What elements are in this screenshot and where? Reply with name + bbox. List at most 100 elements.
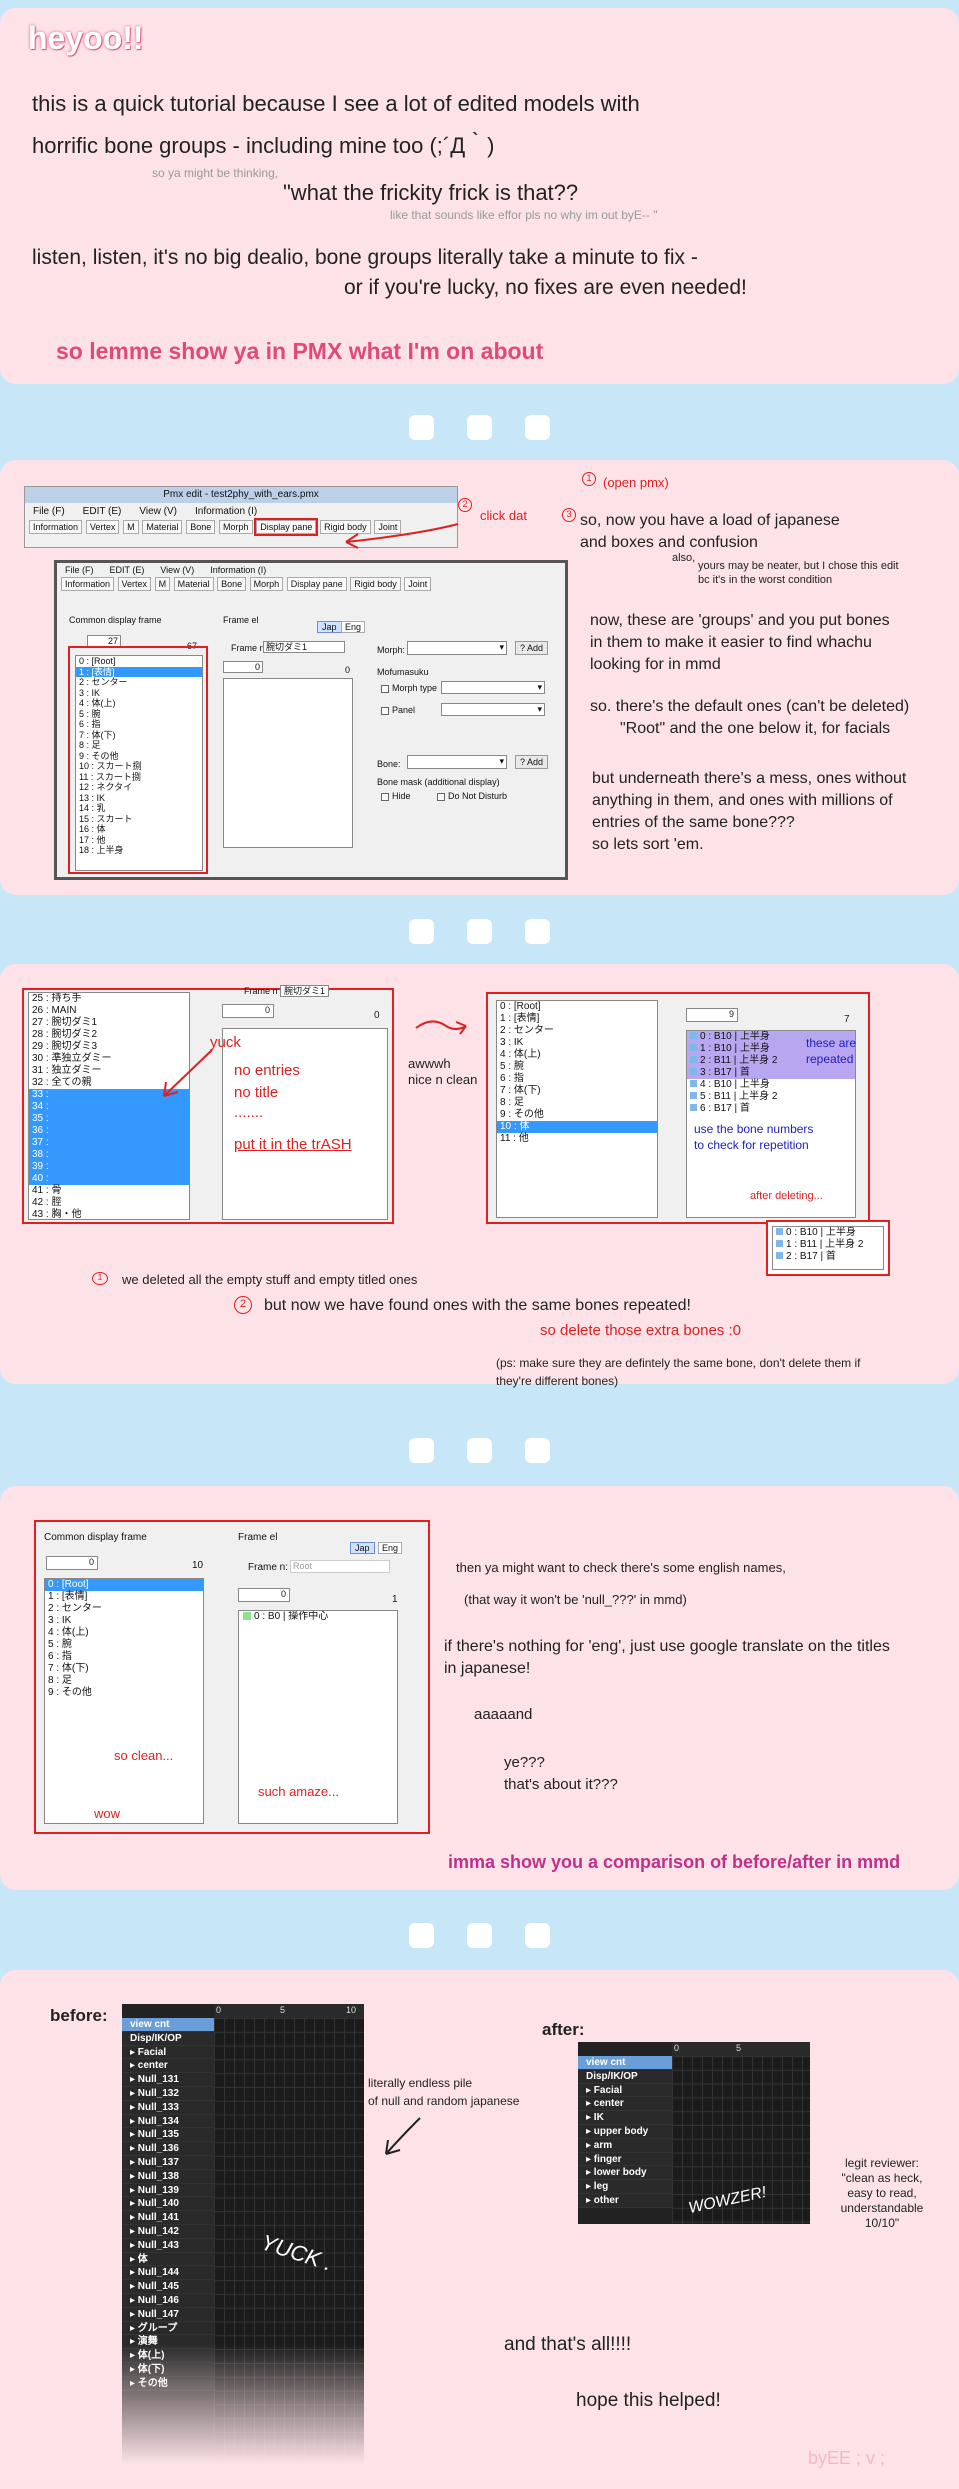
inner-tab-display-pane[interactable]: Display pane bbox=[286, 577, 347, 591]
morph-type-checkbox[interactable]: Morph type bbox=[381, 683, 437, 693]
list-item[interactable]: 10 : 体 bbox=[497, 1121, 657, 1133]
list-item[interactable]: 13 : IK bbox=[79, 792, 106, 803]
timeline-row[interactable]: ▸ Null_136 bbox=[122, 2142, 214, 2156]
morph-add-button[interactable]: ? Add bbox=[515, 641, 549, 655]
list-item[interactable]: 11 : スカート捌 bbox=[79, 771, 141, 782]
tab-bone[interactable]: Bone bbox=[186, 520, 216, 534]
timeline-row[interactable]: ▸ upper body bbox=[578, 2124, 672, 2139]
list-item[interactable]: 12 : ネクタイ bbox=[79, 782, 133, 792]
list-item[interactable]: 6 : B17 | 首 bbox=[687, 1103, 855, 1115]
timeline-row[interactable]: ▸ lower body bbox=[578, 2166, 672, 2181]
menu-view[interactable]: View (V) bbox=[139, 506, 177, 517]
morph-select[interactable]: ▾ bbox=[407, 641, 507, 655]
timeline-row[interactable]: ▸ Null_134 bbox=[122, 2114, 214, 2129]
list-item[interactable]: 4 : 体(上) bbox=[500, 1049, 541, 1060]
element-row[interactable]: 0 : B0 | 操作中心 bbox=[239, 1611, 397, 1623]
list-item[interactable]: 34 : bbox=[29, 1101, 189, 1113]
timeline-row[interactable]: ▸ Null_132 bbox=[122, 2086, 214, 2101]
menu-file[interactable]: File (F) bbox=[33, 506, 65, 517]
list-item[interactable]: 11 : 他 bbox=[500, 1133, 529, 1144]
inner-tab-vertex[interactable]: Vertex bbox=[117, 577, 152, 591]
list-item[interactable]: 4 : B10 | 上半身 bbox=[687, 1079, 855, 1091]
list-item[interactable]: 31 : 独立ダミー bbox=[32, 1065, 102, 1076]
timeline-row[interactable]: ▸ center bbox=[122, 2059, 214, 2074]
list-item[interactable]: 38 : bbox=[29, 1149, 189, 1161]
menu-info[interactable]: Information (I) bbox=[195, 506, 258, 517]
timeline-row[interactable]: ▸ Null_142 bbox=[122, 2224, 214, 2239]
clean-element-list[interactable]: 0 : B0 | 操作中心 bbox=[238, 1610, 398, 1824]
list-item[interactable]: 7 : 体(下) bbox=[48, 1663, 89, 1674]
list-item[interactable]: 26 : MAIN bbox=[32, 1005, 77, 1016]
timeline-row[interactable]: Disp/IK/OP bbox=[122, 2031, 214, 2046]
list-item[interactable]: 3 : IK bbox=[79, 687, 101, 698]
inner-menu-edit[interactable]: EDIT (E) bbox=[109, 565, 145, 575]
list-item[interactable]: 0 : B10 | 上半身 bbox=[773, 1227, 883, 1239]
list-item[interactable]: 2 : センター bbox=[79, 677, 128, 687]
element-count-input[interactable]: 0 bbox=[223, 661, 263, 673]
tab-m[interactable]: M bbox=[123, 520, 139, 534]
timeline-row[interactable]: ▸ Null_139 bbox=[122, 2183, 214, 2198]
timeline-row[interactable]: ▸ Null_147 bbox=[122, 2307, 214, 2322]
list-item[interactable]: 6 : 指 bbox=[79, 719, 101, 729]
list-item[interactable]: 3 : IK bbox=[48, 1615, 72, 1626]
list-item[interactable]: 7 : 体(下) bbox=[500, 1085, 541, 1096]
timeline-row[interactable]: ▸ Null_143 bbox=[122, 2238, 214, 2253]
list-item[interactable]: 4 : 体(上) bbox=[79, 698, 116, 708]
timeline-row[interactable]: ▸ Facial bbox=[122, 2045, 214, 2060]
list-item[interactable]: 15 : スカート bbox=[79, 813, 133, 824]
list-item[interactable]: 27 : 腕切ダミ1 bbox=[32, 1017, 98, 1028]
do-not-disturb-checkbox[interactable]: Do Not Disturb bbox=[437, 791, 507, 801]
element-count-input[interactable]: 0 bbox=[238, 1588, 290, 1602]
timeline-row[interactable]: ▸ Facial bbox=[578, 2083, 672, 2098]
timeline-row[interactable]: view cnt bbox=[578, 2056, 672, 2070]
list-item[interactable]: 1 : [表情] bbox=[76, 666, 202, 677]
timeline-row[interactable]: Disp/IK/OP bbox=[578, 2069, 672, 2084]
list-item[interactable]: 37 : bbox=[29, 1137, 189, 1149]
list-item[interactable]: 7 : 体(下) bbox=[79, 729, 116, 740]
list-item[interactable]: 1 : B11 | 上半身 2 bbox=[773, 1239, 883, 1251]
inner-tab-m[interactable]: M bbox=[154, 577, 171, 591]
list-item[interactable]: 33 : bbox=[29, 1089, 189, 1101]
list-item[interactable]: 25 : 持ち手 bbox=[32, 993, 82, 1004]
frame-count-input[interactable]: 0 bbox=[46, 1556, 98, 1570]
timeline-row[interactable]: ▸ other bbox=[578, 2193, 672, 2208]
timeline-row[interactable]: ▸ Null_135 bbox=[122, 2128, 214, 2143]
panel-select[interactable]: ▾ bbox=[441, 703, 545, 716]
list-item[interactable]: 18 : 上半身 bbox=[79, 845, 124, 855]
list-item[interactable]: 8 : 足 bbox=[500, 1097, 524, 1108]
hide-checkbox[interactable]: Hide bbox=[381, 791, 411, 801]
list-item[interactable]: 9 : その他 bbox=[48, 1687, 92, 1698]
inner-tab-joint[interactable]: Joint bbox=[404, 577, 432, 591]
list-item[interactable]: 36 : bbox=[29, 1125, 189, 1137]
list-item[interactable]: 8 : 足 bbox=[79, 740, 101, 750]
inner-menu-file[interactable]: File (F) bbox=[65, 565, 94, 575]
timeline-row[interactable]: ▸ IK bbox=[578, 2111, 672, 2125]
frame-name-input[interactable]: Root bbox=[290, 1560, 390, 1573]
timeline-row[interactable]: ▸ 体 bbox=[122, 2252, 214, 2267]
list-item[interactable]: 28 : 腕切ダミ2 bbox=[32, 1029, 98, 1040]
timeline-row[interactable]: ▸ Null_146 bbox=[122, 2293, 214, 2308]
timeline-row[interactable]: ▸ Null_140 bbox=[122, 2197, 214, 2212]
list-item[interactable]: 6 : 指 bbox=[500, 1073, 524, 1084]
list-item[interactable]: 9 : その他 bbox=[500, 1109, 544, 1120]
list-item[interactable]: 0 : [Root] bbox=[500, 1001, 541, 1012]
inner-menu-view[interactable]: View (V) bbox=[160, 565, 195, 575]
inner-tab-information[interactable]: Information bbox=[61, 577, 115, 591]
inner-tab-material[interactable]: Material bbox=[173, 577, 214, 591]
tab-display-pane[interactable]: Display pane bbox=[254, 518, 319, 536]
list-item[interactable]: 42 : 脛 bbox=[32, 1197, 62, 1208]
list-item[interactable]: 32 : 全ての親 bbox=[32, 1077, 92, 1088]
morph-type-select[interactable]: ▾ bbox=[441, 681, 545, 694]
timeline-row[interactable]: view cnt bbox=[122, 2018, 214, 2032]
jap-button[interactable]: Jap bbox=[350, 1542, 375, 1554]
timeline-row[interactable]: ▸ グループ bbox=[122, 2321, 214, 2336]
list-item[interactable]: 3 : IK bbox=[500, 1037, 524, 1048]
timeline-row[interactable]: ▸ Null_141 bbox=[122, 2211, 214, 2225]
list-item[interactable]: 10 : スカート捌 bbox=[79, 761, 142, 771]
inner-tab-morph[interactable]: Morph bbox=[249, 577, 284, 591]
list-item[interactable]: 41 : 骨 bbox=[32, 1185, 62, 1196]
list-item[interactable]: 0 : B10 | 上半身 bbox=[687, 1031, 855, 1043]
